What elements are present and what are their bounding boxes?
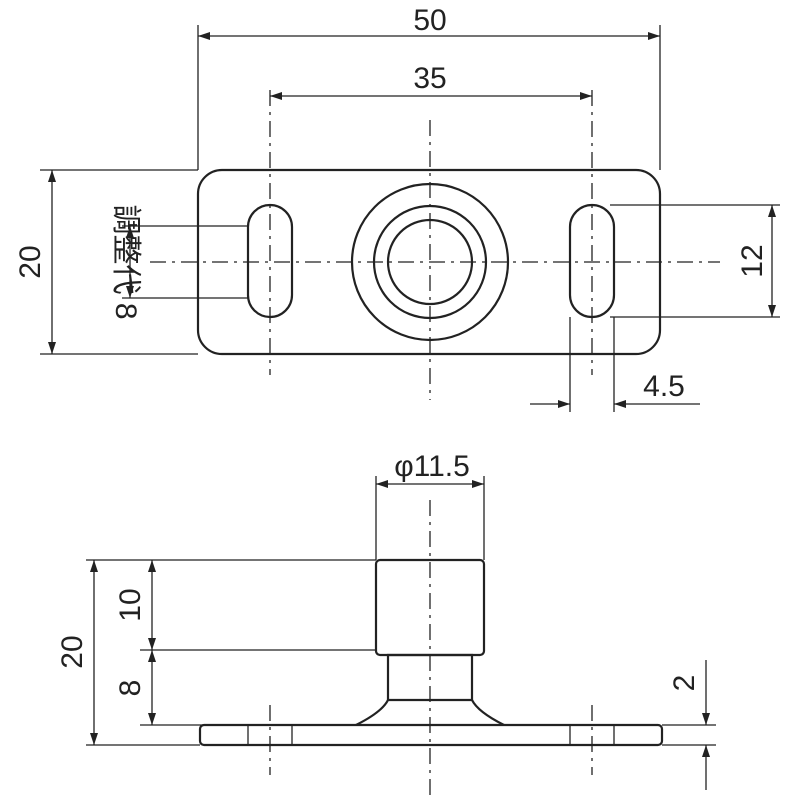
side-view: φ11.5 20 10 8 2 (56, 450, 716, 800)
dim-8-label: 8 (114, 680, 147, 697)
side-base-plate (198, 723, 664, 747)
dim-20-plan-label: 20 (14, 245, 47, 278)
plan-view: 50 35 20 調整代 8 12 4.5 (14, 4, 780, 412)
dim-10-label: 10 (114, 588, 147, 621)
dim-50-label: 50 (413, 4, 446, 37)
dim-2-label: 2 (668, 675, 701, 692)
dim-dia-label: φ11.5 (394, 450, 470, 483)
dim-4-5-label: 4.5 (643, 370, 685, 403)
dim-12-label: 12 (736, 244, 769, 277)
dim-35-label: 35 (413, 62, 446, 95)
dim-adjust-label: 調整代 8 (109, 204, 142, 319)
dim-20-side-label: 20 (56, 635, 89, 668)
